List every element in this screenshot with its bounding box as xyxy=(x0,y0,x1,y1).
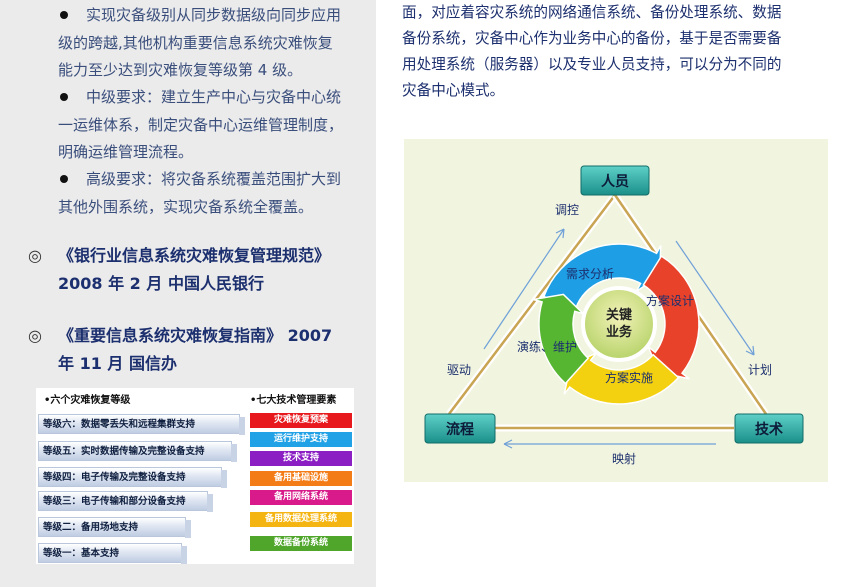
right-paragraph: 面，对应着容灾系统的网络通信系统、备份处理系统、数据 备份系统，灾备中心作为业务… xyxy=(402,4,782,99)
diagram-svg: 关键 业务 需求分析 方案设计 方案实施 演练、维护 调控 驱动 计划 映射 人… xyxy=(424,165,804,466)
level-bar-6: 等级六：数据零丢失和远程集群支持 xyxy=(38,414,245,435)
reference-2: ◎《重要信息系统灾难恢复指南》 2007 年 11 月 国信办 xyxy=(28,326,333,373)
element-box: 备用网络系统 xyxy=(250,490,352,505)
edge-label-plan: 计划 xyxy=(748,363,772,377)
node-process: 流程 xyxy=(424,413,496,444)
cycle-label-maintain: 演练、维护 xyxy=(517,339,577,354)
edge-label-drive: 驱动 xyxy=(447,363,471,377)
guide-arrows xyxy=(483,228,755,449)
cycle-label-design: 方案设计 xyxy=(646,293,694,308)
node-people: 人员 xyxy=(580,165,650,196)
cycle-segment-blue xyxy=(542,243,662,310)
edge-label-map: 映射 xyxy=(612,451,636,466)
recovery-levels-panel: •六个灾难恢复等级 •七大技术管理要素 等级六：数据零丢失和远程集群支持 等级五… xyxy=(36,388,354,564)
element-box: 备用数据处理系统 xyxy=(250,512,352,527)
center-label-1: 关键 xyxy=(606,307,632,323)
cycle-segment-red xyxy=(642,255,700,380)
reference-1: ◎《银行业信息系统灾难恢复管理规范》 2008 年 2 月 中国人民银行 xyxy=(28,246,331,293)
element-box: 备用基础设施 xyxy=(250,471,352,486)
edge-label-control: 调控 xyxy=(555,203,579,217)
node-process-label: 流程 xyxy=(446,421,474,438)
cycle-segment-yellow xyxy=(563,352,680,405)
cycle-label-implement: 方案实施 xyxy=(605,370,653,385)
bullet-dot-icon xyxy=(60,92,68,101)
levels-title: •六个灾难恢复等级 xyxy=(44,395,131,406)
level-bar-4: 等级四：电子传输及完整设备支持 xyxy=(38,467,227,488)
bullet-item-2: 中级要求：建立生产中心与灾备中心统 一运维体系，制定灾备中心运维管理制度， 明确… xyxy=(58,88,344,161)
bullet-dot-icon xyxy=(60,10,68,19)
element-box: 数据备份系统 xyxy=(250,536,352,551)
bullet-dot-icon xyxy=(60,174,68,183)
node-technology: 技术 xyxy=(734,413,804,444)
element-box: 技术支持 xyxy=(250,451,352,466)
cycle-label-analysis: 需求分析 xyxy=(566,267,614,281)
bullet-item-1: 实现灾备级别从同步数据级向同步应用 级的跨越,其他机构重要信息系统灾难恢复 能力… xyxy=(58,6,342,79)
elements-title: •七大技术管理要素 xyxy=(250,395,337,406)
triangle-diagram: 关键 业务 需求分析 方案设计 方案实施 演练、维护 调控 驱动 计划 映射 人… xyxy=(404,139,828,482)
level-bar-1: 等级一：基本支持 xyxy=(38,543,187,564)
cycle-ring xyxy=(533,243,700,405)
node-people-label: 人员 xyxy=(601,173,629,190)
node-technology-label: 技术 xyxy=(755,421,783,438)
element-box: 灾难恢复预案 xyxy=(250,413,352,428)
bullet-item-3: 高级要求：将灾备系统覆盖范围扩大到 其他外围系统，实现灾备系统全覆盖。 xyxy=(58,170,342,216)
level-bar-2: 等级二：备用场地支持 xyxy=(38,517,191,538)
element-box: 运行维护支持 xyxy=(250,432,352,447)
cycle-segment-green xyxy=(533,293,590,385)
level-bar-5: 等级五：实时数据传输及完整设备支持 xyxy=(38,441,237,462)
level-bar-3: 等级三：电子传输和部分设备支持 xyxy=(38,491,213,512)
center-circle xyxy=(581,286,657,362)
center-label-2: 业务 xyxy=(606,324,633,340)
